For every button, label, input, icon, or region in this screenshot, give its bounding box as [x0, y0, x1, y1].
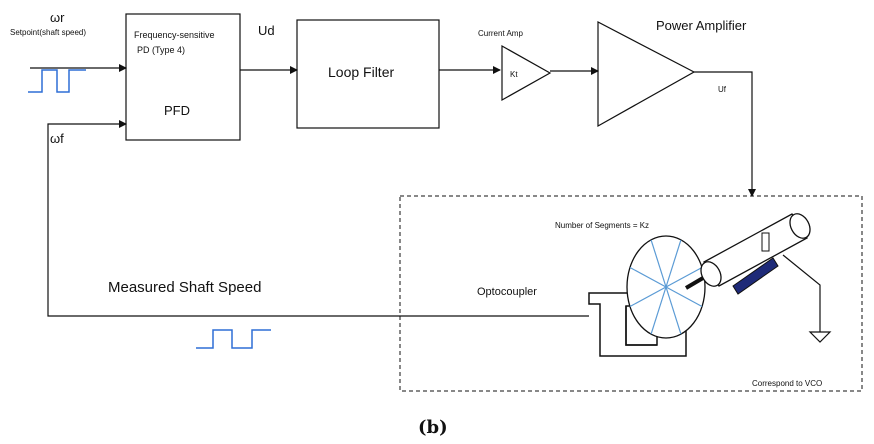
- wheel-spoke: [650, 286, 667, 335]
- vco-label: Correspond to VCO: [752, 379, 822, 388]
- motor-brush: [732, 257, 779, 295]
- pfd-label: PFD: [164, 103, 190, 118]
- optocoupler-inner: [625, 306, 657, 346]
- wheel-spoke: [665, 286, 703, 308]
- feedback-line: [47, 120, 589, 317]
- motor: [684, 213, 811, 295]
- vco-region: [399, 195, 863, 392]
- pd-subtitle: PD (Type 4): [137, 45, 185, 55]
- loop-filter-block: [296, 19, 440, 129]
- motor-shaft: [684, 276, 705, 290]
- figure-caption: (b): [418, 417, 448, 438]
- setpoint-label: Setpoint(shaft speed): [10, 28, 86, 37]
- optocoupler-label: Optocoupler: [477, 286, 537, 298]
- measured-pulse: [196, 329, 271, 349]
- ground-wire: [782, 254, 821, 332]
- ground-symbol: [808, 331, 832, 343]
- wheel-spoke: [665, 266, 703, 288]
- current-amp-triangle: [501, 44, 552, 102]
- wheel-spoke: [629, 266, 667, 288]
- wheel-spoke: [650, 239, 667, 288]
- wheel-spoke: [665, 286, 682, 335]
- encoder-wheel: [626, 235, 706, 339]
- segments-label: Number of Segments = Kz: [555, 221, 649, 230]
- pfd-block: [125, 13, 241, 141]
- current-amp-label: Current Amp: [478, 29, 523, 38]
- ud-label: Ud: [258, 23, 275, 38]
- measured-label: Measured Shaft Speed: [108, 279, 261, 296]
- wheel-spoke: [629, 286, 667, 308]
- wheel-spoke: [665, 239, 682, 288]
- kt-label: Kt: [510, 70, 518, 79]
- power-amplifier-triangle: [597, 21, 696, 128]
- uf-label: Uf: [718, 85, 727, 94]
- power-amp-label: Power Amplifier: [656, 18, 747, 33]
- setpoint-pulse: [28, 69, 86, 93]
- loop-filter-label: Loop Filter: [328, 64, 394, 80]
- wr-label: ωr: [50, 10, 65, 25]
- uf-line: [694, 71, 756, 197]
- pd-title: Frequency-sensitive: [134, 30, 215, 40]
- wf-label: ωf: [50, 131, 64, 146]
- wheel-spokes: [629, 239, 703, 335]
